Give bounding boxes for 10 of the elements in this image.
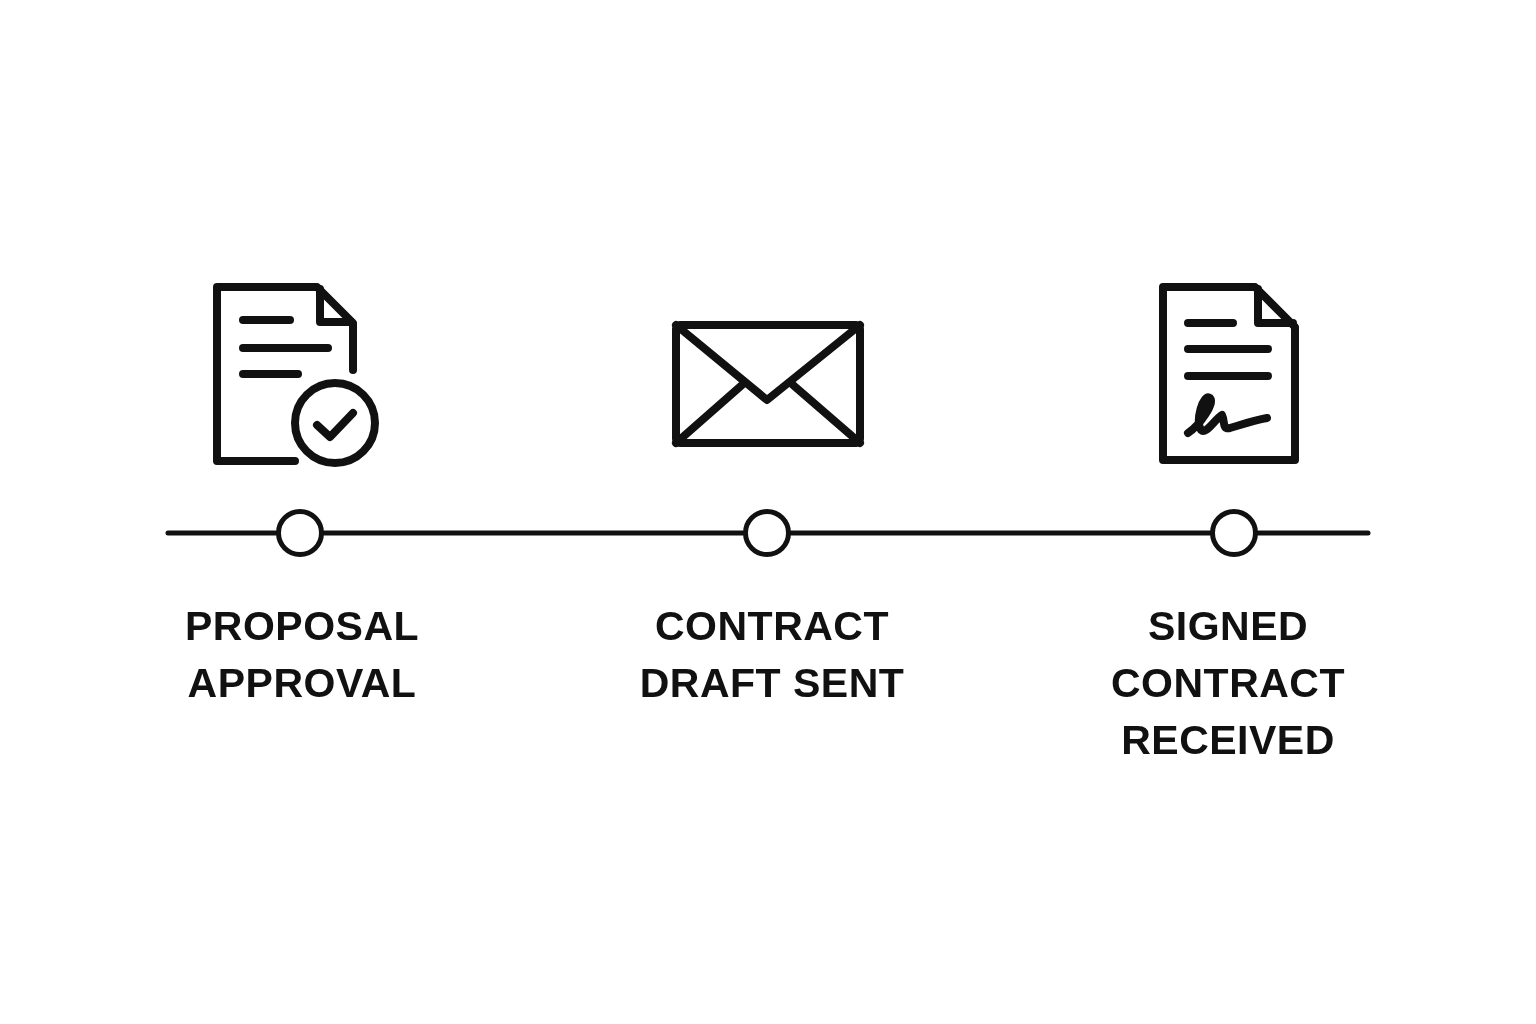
milestone-label: SIGNED CONTRACT RECEIVED <box>1110 602 1346 765</box>
milestone-circle <box>276 509 324 557</box>
milestone-label: PROPOSAL APPROVAL <box>183 602 421 708</box>
timeline-line <box>1255 530 1371 536</box>
milestone-circle <box>1210 509 1258 557</box>
milestone-label: CONTRACT DRAFT SENT <box>638 602 906 708</box>
timeline-line <box>165 530 279 536</box>
timeline-line <box>788 530 1213 536</box>
timeline-line <box>321 530 746 536</box>
milestone-circle <box>743 509 791 557</box>
